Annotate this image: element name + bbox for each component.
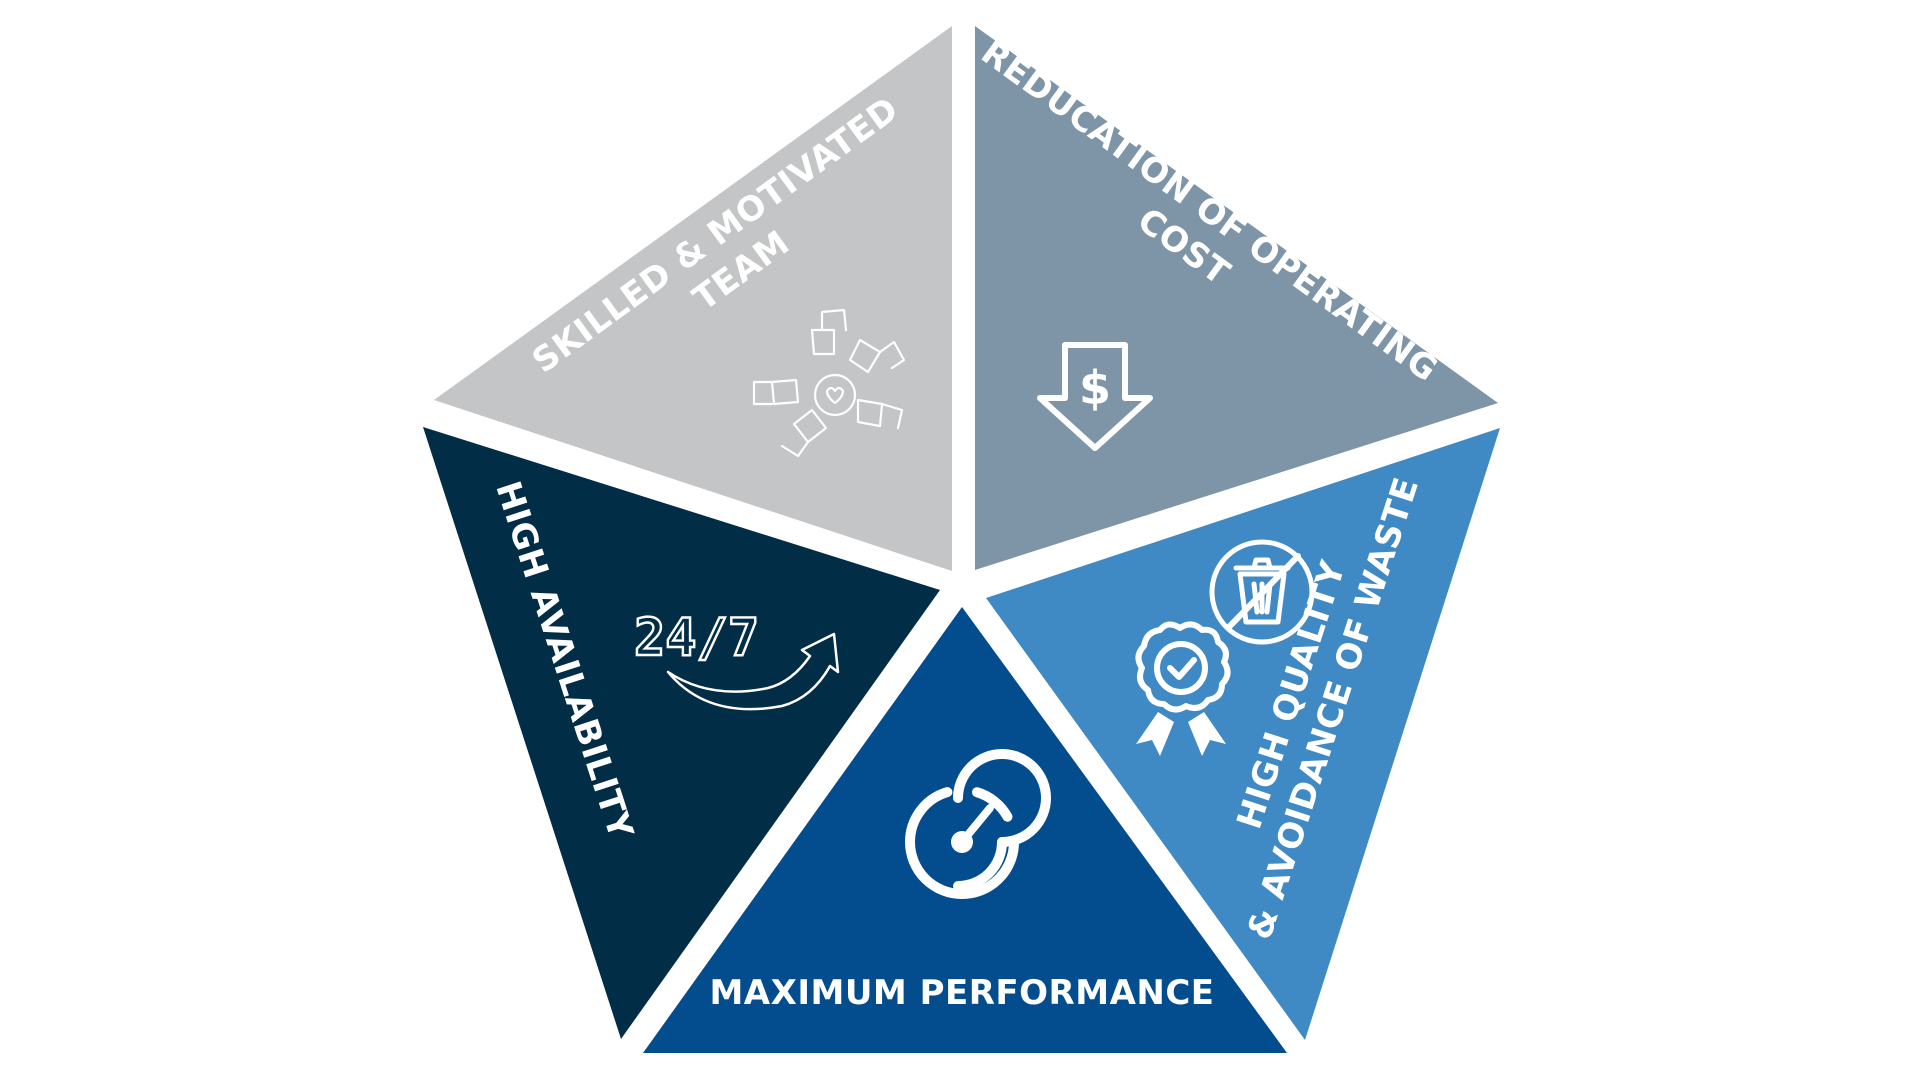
teamwork-hands-icon: [752, 308, 906, 458]
speedometer-icon: [905, 749, 1051, 899]
twenty-four-seven-text: 24/7: [634, 608, 759, 668]
segment-high-availability: [423, 427, 940, 1039]
no-waste-bin-icon: [1209, 539, 1315, 645]
quality-badge-icon: [1135, 621, 1231, 756]
segment-quality-waste: [986, 428, 1500, 1040]
label-maximum-performance: MAXIMUM PERFORMANCE: [709, 973, 1214, 1013]
segment-skilled-team: [434, 26, 952, 571]
segment-operating-cost: [975, 26, 1498, 570]
cost-down-arrow-icon: $: [1037, 342, 1153, 451]
dollar-symbol: $: [1079, 361, 1111, 415]
twenty-four-seven-icon: 24/7: [633, 607, 840, 711]
segment-maximum-performance: [643, 607, 1287, 1053]
